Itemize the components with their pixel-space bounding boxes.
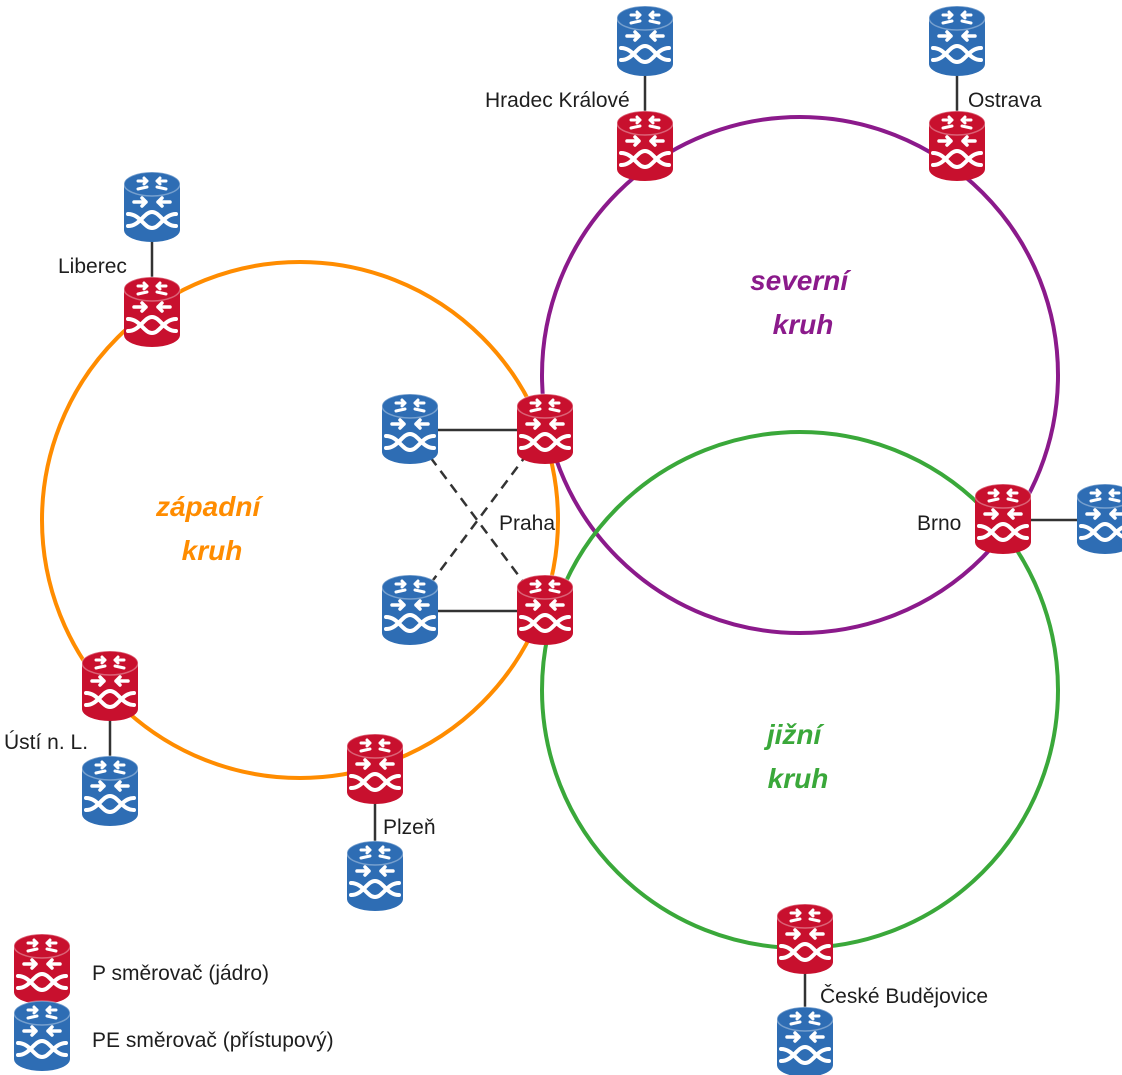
legend: P směrovač (jádro) PE směrovač (přístupo…	[12, 932, 334, 1073]
core-router-icon-plzen	[345, 732, 405, 806]
edge-router-icon-usti	[80, 754, 140, 828]
legend-core-router-icon	[12, 932, 72, 1006]
city-label-usti: Ústí n. L.	[4, 731, 88, 754]
north-ring-label: severní kruh	[750, 265, 856, 340]
city-label-liberec: Liberec	[58, 255, 127, 278]
city-label-budejovice: České Budějovice	[820, 985, 988, 1008]
core-router-icon	[12, 932, 72, 1006]
core-router-icon-usti	[80, 649, 140, 723]
city-label-hradec: Hradec Králové	[485, 89, 630, 112]
west-ring-label: západní kruh	[155, 491, 268, 566]
city-label-brno: Brno	[917, 512, 961, 535]
city-label-ostrava: Ostrava	[968, 89, 1042, 112]
edge-router-icon	[12, 999, 72, 1073]
south-ring-label: jižní kruh	[763, 719, 829, 794]
edge-router-icon-brno	[1075, 482, 1122, 556]
legend-pe-label: PE směrovač (přístupový)	[92, 1029, 334, 1052]
links	[108, 42, 1105, 1043]
core-router-icon-brno	[973, 482, 1033, 556]
edge-router-icon-budejovice	[775, 1005, 835, 1075]
core-router-icon-budejovice	[775, 902, 835, 976]
edge-router-icon-plzen	[345, 839, 405, 913]
core-router-icon-ostrava	[927, 109, 987, 183]
edge-router-icon-liberec	[122, 170, 182, 244]
north-ring	[540, 115, 1060, 635]
city-label-praha: Praha	[499, 512, 555, 535]
edge-router-icon-praha	[380, 392, 440, 466]
west-ring	[40, 260, 560, 780]
edge-router-icon-hradec	[615, 4, 675, 78]
core-router-icon-liberec	[122, 275, 182, 349]
legend-edge-router-icon	[12, 999, 72, 1073]
core-router-icon-praha	[515, 392, 575, 466]
edge-router-icon-ostrava	[927, 4, 987, 78]
rings	[40, 115, 1060, 950]
core-router-icon-hradec	[615, 109, 675, 183]
legend-p-label: P směrovač (jádro)	[92, 962, 269, 985]
city-label-plzen: Plzeň	[383, 816, 436, 839]
core-router-icon-praha	[515, 573, 575, 647]
edge-router-icon-praha	[380, 573, 440, 647]
